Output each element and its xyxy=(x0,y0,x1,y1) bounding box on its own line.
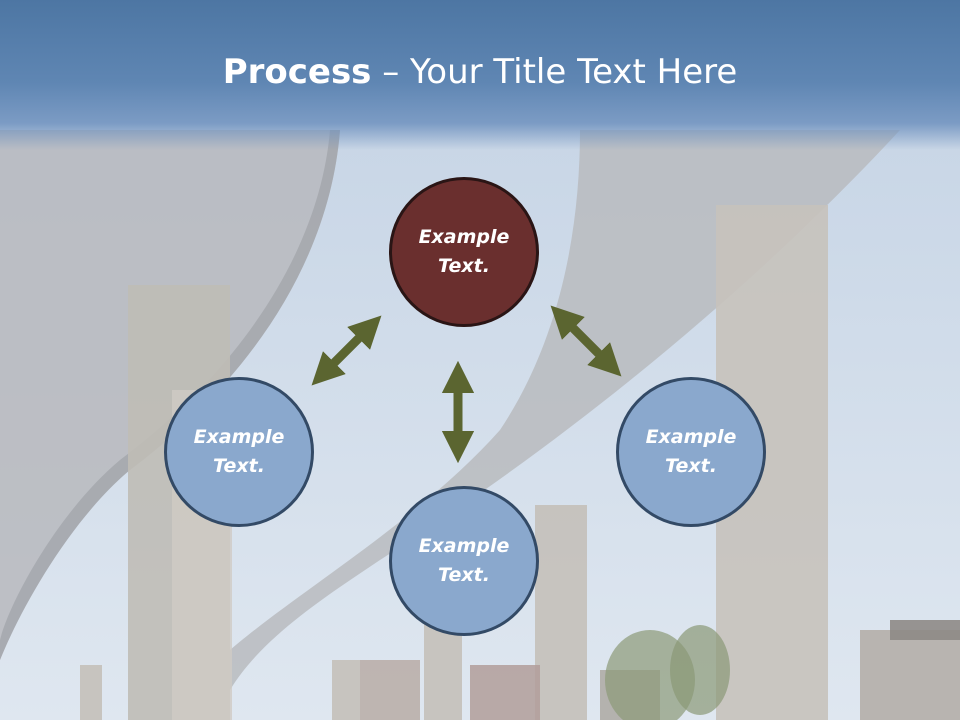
process-node-left: Example Text. xyxy=(164,377,314,527)
title-bar xyxy=(0,0,960,150)
arrow-right-top xyxy=(550,305,622,377)
slide-title: Process – Your Title Text Here xyxy=(0,52,960,92)
arrow-left-top xyxy=(311,315,382,386)
process-node-right: Example Text. xyxy=(616,377,766,527)
process-node-top: Example Text. xyxy=(389,177,539,327)
node-right-label: Example Text. xyxy=(645,426,737,477)
process-node-bottom: Example Text. xyxy=(389,486,539,636)
title-rest: – Your Title Text Here xyxy=(371,52,738,92)
node-top-label: Example Text. xyxy=(418,226,510,277)
node-left-label: Example Text. xyxy=(193,426,285,477)
title-bold: Process xyxy=(222,52,372,92)
node-bottom-label: Example Text. xyxy=(418,535,510,586)
